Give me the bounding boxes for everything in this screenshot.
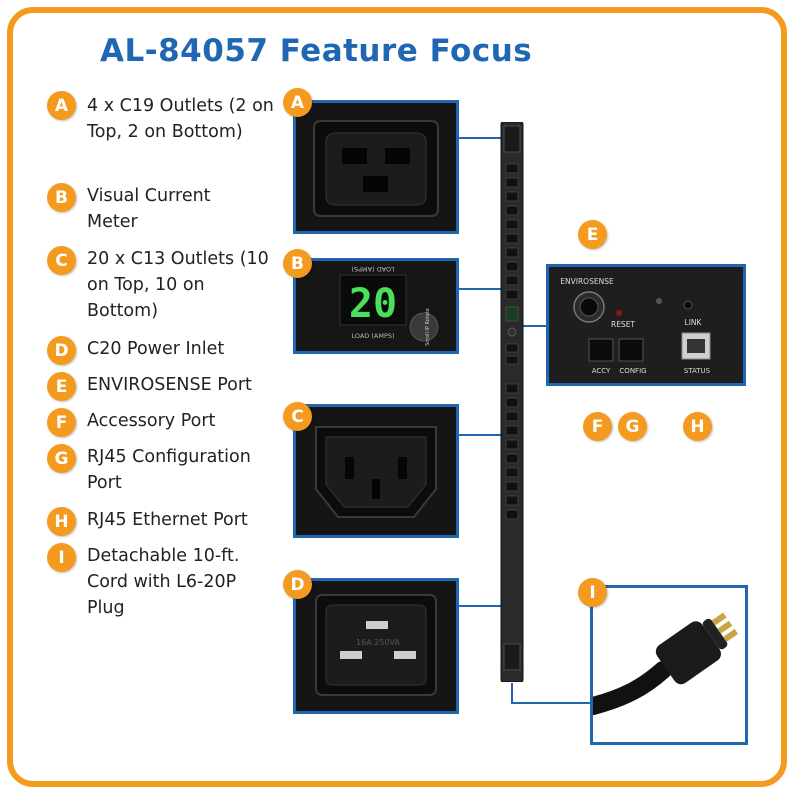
network-panel-graphic: ENVIROSENSE RESET LINK ACCY CONFIG STATU… [549,267,743,383]
badge-c: C [47,246,76,275]
panel-a-c19-outlet [293,100,459,234]
feature-a-text: 4 x C19 Outlets (2 on Top, 2 on Bottom) [87,96,274,142]
connector-c [458,434,503,436]
c20-inlet-graphic: 16A 250VA [296,581,456,711]
feature-e-text: ENVIROSENSE Port [87,375,252,395]
panel-d-c20-inlet: 16A 250VA [293,578,459,714]
meter-reading: 20 [349,281,397,327]
badge-b: B [47,183,76,212]
panel-badge-g: G [618,412,647,441]
panel-badge-d: D [283,570,312,599]
plug-graphic [593,612,739,715]
c19-outlet-graphic [296,103,456,231]
inlet-rating-label: 16A 250VA [356,638,400,647]
feature-b-text: Visual Current Meter [87,186,211,232]
reset-label: RESET [611,320,635,329]
envirosense-label: ENVIROSENSE [560,277,614,286]
connector-b [458,288,503,290]
badge-g: G [47,444,76,473]
connector-e-panel [520,325,548,327]
c13-outlet-graphic [296,407,456,535]
link-label: LINK [685,318,703,327]
meter-label-bottom: LOAD (AMPS) [351,332,394,340]
connector-i-vertical [511,683,513,703]
panel-badge-f: F [583,412,612,441]
badge-d: D [47,336,76,365]
badge-e: E [47,372,76,401]
page-title: AL-84057 Feature Focus [100,33,533,69]
badge-a: A [47,91,76,120]
connector-a [458,137,503,139]
connector-d [458,605,503,607]
feature-c-text: 20 x C13 Outlets (10 on Top, 10 on Botto… [87,249,269,321]
meter-graphic: LOAD (AMPS) 20 LOAD (AMPS) Scroll IP Rot… [296,261,456,351]
panel-badge-h: H [683,412,712,441]
panel-badge-a: A [283,88,312,117]
accy-label: ACCY [592,367,611,375]
feature-f-text: Accessory Port [87,411,216,431]
panel-badge-b: B [283,249,312,278]
status-label: STATUS [684,367,711,375]
feature-g-text: RJ45 Configuration Port [87,447,251,493]
feature-i-text: Detachable 10-ft. Cord with L6-20P Plug [87,546,240,618]
pdu-strip [500,122,524,682]
panel-i-cord-plug [590,585,748,745]
panel-badge-i: I [578,578,607,607]
badge-h: H [47,507,76,536]
panel-network-ports: ENVIROSENSE RESET LINK ACCY CONFIG STATU… [546,264,746,386]
meter-label-top: LOAD (AMPS) [351,265,394,273]
meter-button-label: Scroll IP Rotate [425,308,431,346]
panel-badge-e: E [578,220,607,249]
badge-i: I [47,543,76,572]
feature-d-text: C20 Power Inlet [87,339,225,359]
panel-badge-c: C [283,402,312,431]
panel-c-c13-outlet [293,404,459,538]
connector-i-horizontal [511,702,591,704]
badge-f: F [47,408,76,437]
feature-h-text: RJ45 Ethernet Port [87,510,248,530]
config-label: CONFIG [619,367,646,375]
panel-b-meter: LOAD (AMPS) 20 LOAD (AMPS) Scroll IP Rot… [293,258,459,354]
